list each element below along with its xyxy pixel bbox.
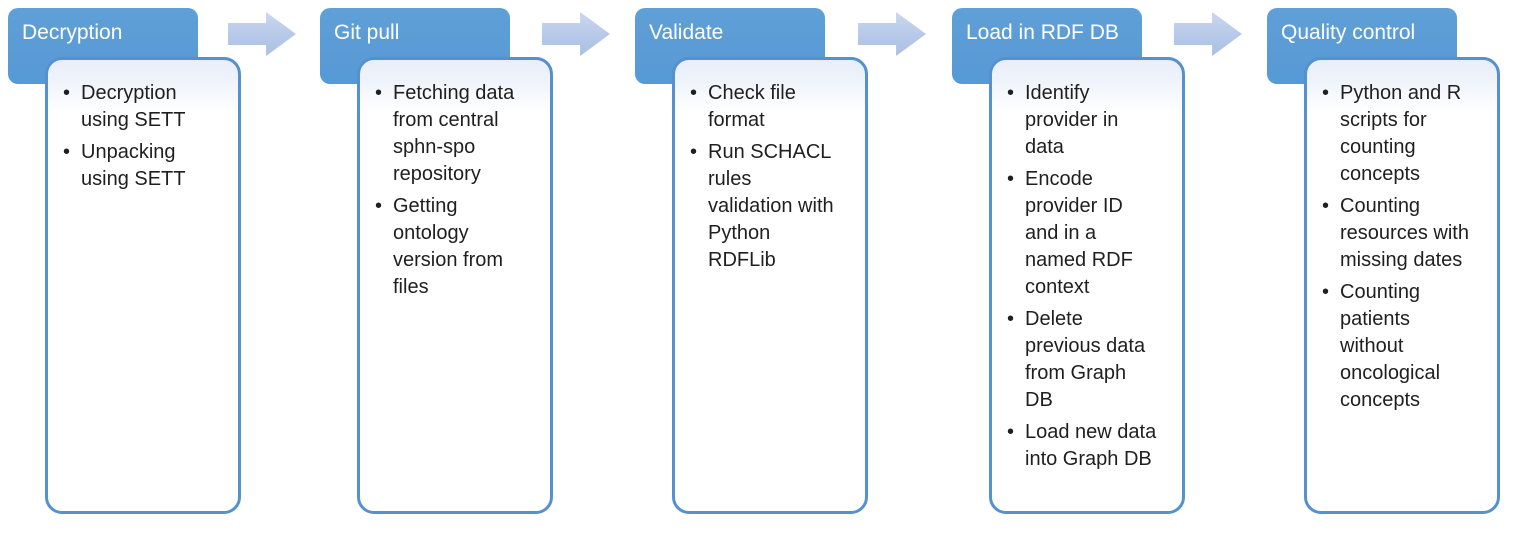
- step-bullet: Check file format: [688, 80, 841, 134]
- step-title: Git pull: [334, 21, 400, 44]
- step-body: Check file format Run SCHACL rules valid…: [672, 57, 868, 514]
- step-bullet: Unpacking using SETT: [61, 139, 214, 193]
- step-bullet: Decryption using SETT: [61, 80, 214, 134]
- step-bullet: Fetching data from central sphn-spo repo…: [373, 80, 526, 188]
- step-bullet-list: Check file format Run SCHACL rules valid…: [688, 80, 841, 274]
- step-bullet-list: Decryption using SETT Unpacking using SE…: [61, 80, 214, 193]
- step-bullet: Counting patients without oncological co…: [1320, 279, 1473, 414]
- step-title: Quality control: [1281, 21, 1416, 44]
- step-panel-git-pull: Git pull Fetching data from central sphn…: [320, 0, 560, 539]
- step-bullet: Python and R scripts for counting concep…: [1320, 80, 1473, 188]
- step-title: Load in RDF DB: [966, 21, 1119, 44]
- step-bullet-list: Identify provider in data Encode provide…: [1005, 80, 1158, 473]
- step-panel-validate: Validate Check file format Run SCHACL ru…: [635, 0, 875, 539]
- step-title: Decryption: [22, 21, 123, 44]
- step-bullet: Load new data into Graph DB: [1005, 419, 1158, 473]
- step-panel-load-in-rdf-db: Load in RDF DB Identify provider in data…: [952, 0, 1192, 539]
- step-body: Identify provider in data Encode provide…: [989, 57, 1185, 514]
- step-panel-decryption: Decryption Decryption using SETT Unpacki…: [8, 0, 248, 539]
- step-panel-quality-control: Quality control Python and R scripts for…: [1267, 0, 1507, 539]
- step-bullet-list: Fetching data from central sphn-spo repo…: [373, 80, 526, 301]
- step-bullet: Encode provider ID and in a named RDF co…: [1005, 166, 1158, 301]
- step-bullet: Getting ontology version from files: [373, 193, 526, 301]
- step-bullet: Delete previous data from Graph DB: [1005, 306, 1158, 414]
- step-bullet-list: Python and R scripts for counting concep…: [1320, 80, 1473, 414]
- step-bullet: Run SCHACL rules validation with Python …: [688, 139, 841, 274]
- step-body: Decryption using SETT Unpacking using SE…: [45, 57, 241, 514]
- step-bullet: Identify provider in data: [1005, 80, 1158, 161]
- step-body: Python and R scripts for counting concep…: [1304, 57, 1500, 514]
- step-body: Fetching data from central sphn-spo repo…: [357, 57, 553, 514]
- step-bullet: Counting resources with missing dates: [1320, 193, 1473, 274]
- step-title: Validate: [649, 21, 724, 44]
